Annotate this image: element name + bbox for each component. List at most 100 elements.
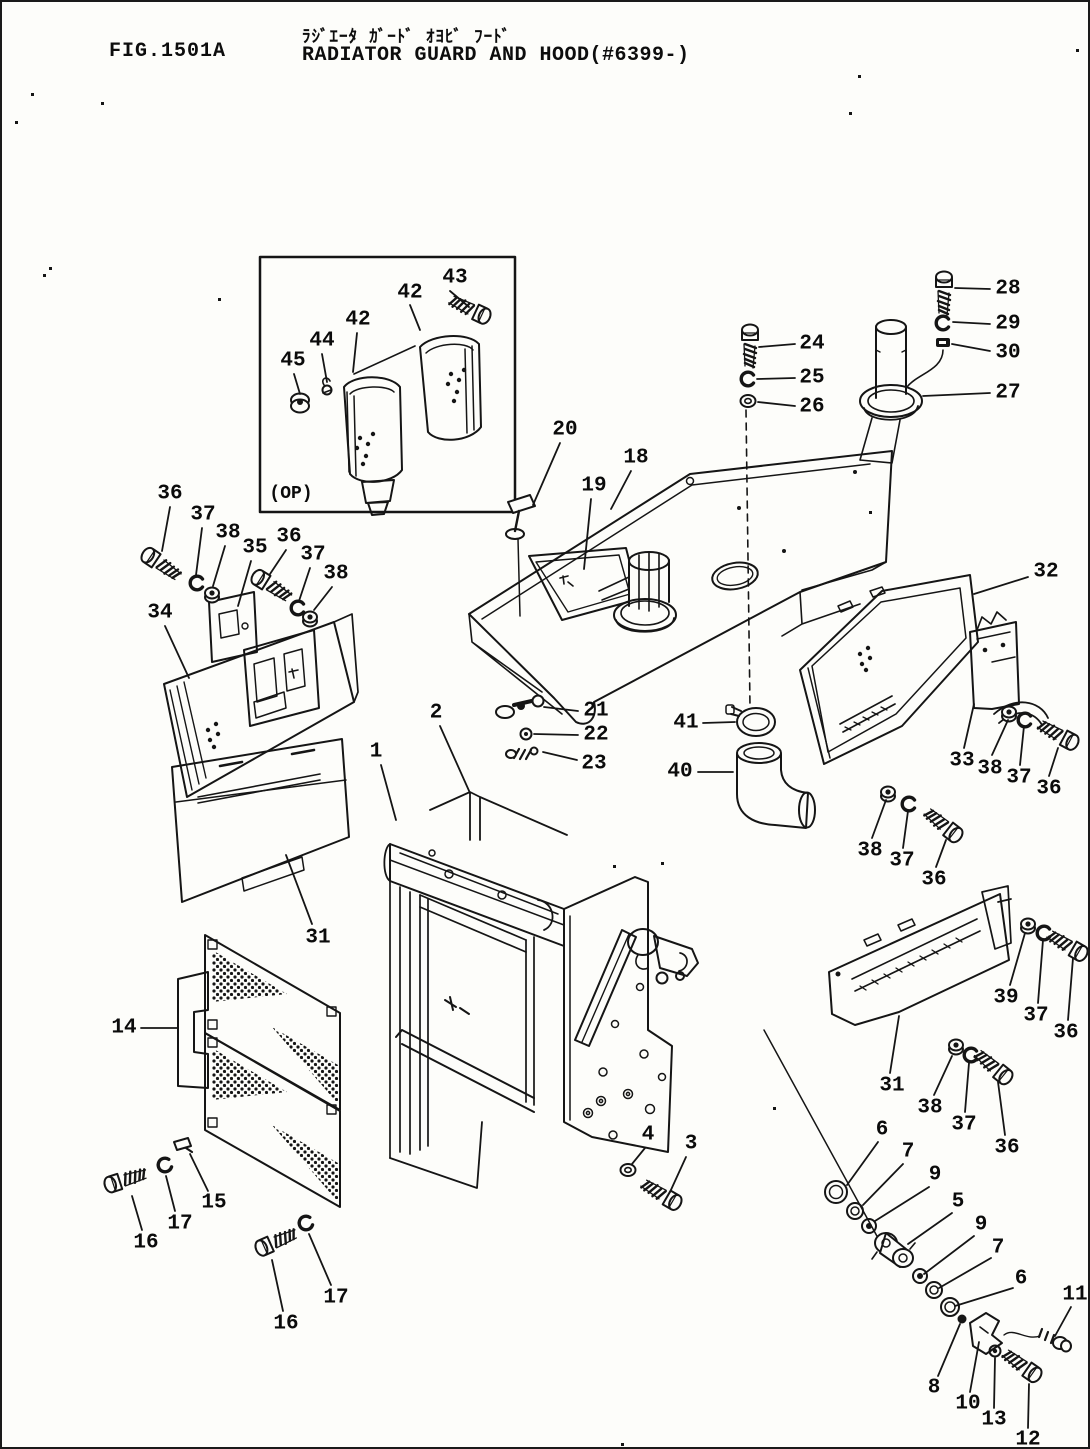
bolt-36 <box>970 1045 1017 1089</box>
leader-38 <box>313 586 333 611</box>
callout-11: 11 <box>1062 1283 1088 1307</box>
leader-36 <box>161 506 171 552</box>
hinge-5 <box>871 1232 916 1268</box>
leader-36 <box>935 839 947 868</box>
frame-right-plate <box>563 876 673 1153</box>
washer-4 <box>619 1163 637 1177</box>
bolt-11 <box>1037 1327 1072 1353</box>
pin-8 <box>957 1314 967 1324</box>
leader-7 <box>862 1163 904 1206</box>
washer-26 <box>739 394 757 408</box>
perforated-panels <box>101 934 341 1259</box>
left-panel-assembly <box>163 591 359 903</box>
callout-38: 38 <box>977 757 1003 781</box>
callout-14: 14 <box>111 1016 137 1040</box>
right-lower-panel <box>828 885 1088 1089</box>
washer-37 <box>289 599 306 617</box>
callout-6: 6 <box>875 1118 889 1142</box>
callout-38: 38 <box>917 1096 943 1120</box>
leader-35 <box>237 560 252 607</box>
hood-hole <box>711 561 759 591</box>
link-line <box>1003 1331 1041 1338</box>
washer-29 <box>934 314 951 332</box>
leader-38 <box>991 719 1009 756</box>
bushing-6 <box>940 1297 960 1317</box>
leader-17 <box>308 1233 332 1286</box>
callout-12: 12 <box>1015 1428 1041 1449</box>
callout-37: 37 <box>190 503 216 527</box>
bushing-6 <box>824 1180 848 1204</box>
nut-38 <box>1001 705 1017 723</box>
callout-30: 30 <box>995 341 1021 365</box>
bolt-36 <box>1043 926 1088 965</box>
title-english: RADIATOR GUARD AND HOOD(#6399-) <box>302 44 690 67</box>
frame-bottom-sill <box>395 1029 535 1113</box>
leader-36 <box>1048 747 1059 777</box>
callout-39: 39 <box>993 986 1019 1010</box>
leader-13 <box>993 1357 996 1409</box>
hood-panel-18 <box>468 450 893 725</box>
callout-45: 45 <box>280 349 306 373</box>
leader-8 <box>937 1323 961 1377</box>
leader-45 <box>293 373 301 395</box>
bracket-33 <box>969 611 1020 710</box>
callout-36: 36 <box>276 525 302 549</box>
nut-38 <box>302 610 318 628</box>
callout-38: 38 <box>323 562 349 586</box>
leader-1 <box>380 764 397 821</box>
washer-37 <box>900 795 917 813</box>
callout-37: 37 <box>1006 766 1032 790</box>
callout-37: 37 <box>951 1113 977 1137</box>
leader-37 <box>902 810 909 849</box>
callout-36: 36 <box>994 1136 1020 1160</box>
callout-2: 2 <box>429 701 443 725</box>
elbow-40 <box>736 742 816 829</box>
callout-9: 9 <box>928 1163 942 1187</box>
callout-18: 18 <box>623 446 649 470</box>
leader-36 <box>997 1081 1006 1136</box>
leader-32 <box>973 576 1029 595</box>
washer-37 <box>1016 711 1033 729</box>
callout-22: 22 <box>583 723 609 747</box>
nut-39 <box>1020 917 1036 935</box>
nut-45 <box>290 392 310 414</box>
filler-neck <box>598 551 677 633</box>
callout-42: 42 <box>397 281 423 305</box>
callout-26: 26 <box>799 395 825 419</box>
leader-28 <box>954 287 991 290</box>
callout-33: 33 <box>949 749 975 773</box>
washer-17 <box>154 1155 175 1176</box>
callout-41: 41 <box>673 711 699 735</box>
callout-10: 10 <box>955 1392 981 1416</box>
callout-37: 37 <box>1023 1004 1049 1028</box>
leader-39 <box>1009 932 1026 986</box>
leader-43 <box>449 290 470 308</box>
callout-16: 16 <box>133 1231 159 1255</box>
leader-19 <box>583 498 592 570</box>
clip-15 <box>173 1137 194 1154</box>
guard-shell-right <box>419 335 482 441</box>
panel-31-right <box>828 893 1010 1026</box>
callout-4: 4 <box>641 1123 655 1147</box>
washer-9 <box>861 1218 877 1234</box>
leader-9 <box>874 1186 930 1222</box>
leader-38 <box>212 545 226 587</box>
leader-6 <box>846 1141 879 1186</box>
callout-19: 19 <box>581 474 607 498</box>
clip-21 <box>495 705 515 719</box>
callout-25: 25 <box>799 366 825 390</box>
washer-7 <box>846 1202 864 1220</box>
leader-21 <box>543 706 579 712</box>
leader-18 <box>610 470 632 510</box>
callout-21: 21 <box>583 699 609 723</box>
nut-38 <box>880 785 896 803</box>
leader-15 <box>189 1153 209 1192</box>
callout-28: 28 <box>995 277 1021 301</box>
callout-44: 44 <box>309 329 335 353</box>
washer-7 <box>925 1281 943 1299</box>
leader-41 <box>702 721 736 724</box>
hood-assembly <box>468 450 893 725</box>
callout-40: 40 <box>667 760 693 784</box>
leader-29 <box>952 321 991 325</box>
leader-30 <box>951 343 991 352</box>
